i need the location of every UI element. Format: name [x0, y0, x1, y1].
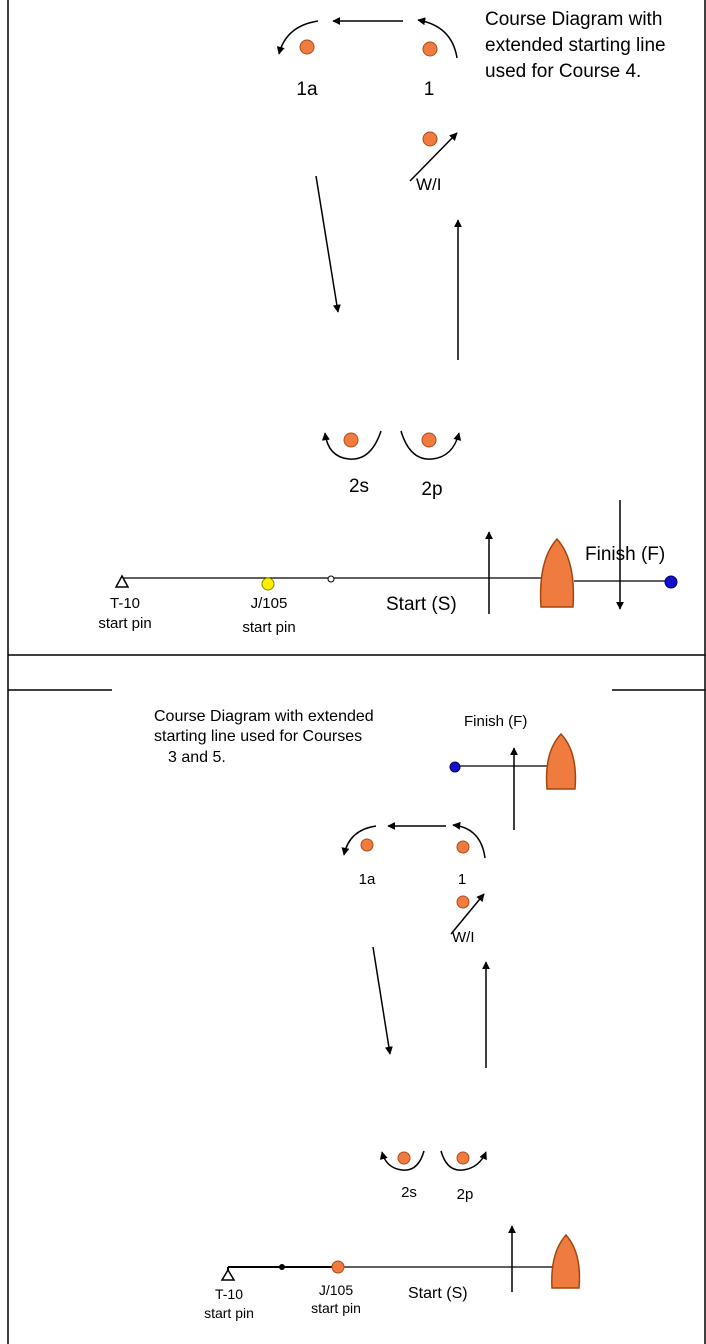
mark-1a	[299, 39, 315, 55]
mark-2p-rounding-arrow	[440, 1150, 487, 1171]
mark-wl-label: W/I	[452, 929, 475, 946]
diagram-bottom: Course Diagram with extended starting li…	[154, 708, 581, 1321]
mark-2p-label: 2p	[421, 479, 442, 500]
finish-pin-icon	[449, 761, 461, 773]
diagram-top: Course Diagram with extended starting li…	[98, 9, 678, 636]
mark-wl	[422, 131, 438, 147]
t10-sub: start pin	[98, 615, 151, 632]
committee-boat-icon	[551, 1233, 581, 1289]
t10-label: T-10	[215, 1286, 243, 1302]
mark-1-rounding-arrow	[452, 821, 486, 859]
mark-2p	[421, 432, 437, 448]
mark-2s-rounding-arrow	[379, 1150, 425, 1171]
downwind-leg-arrow	[372, 946, 393, 1055]
t10-pin-triangle-icon	[114, 574, 130, 588]
diagram-title-line-2: starting line used for Courses	[154, 728, 362, 745]
j105-pin-icon	[331, 1260, 345, 1274]
j105-label: J/105	[251, 595, 288, 612]
mark-1-rounding-arrow	[417, 17, 458, 59]
finish-label: Finish (F)	[464, 713, 527, 730]
mark-2s-label: 2s	[401, 1184, 417, 1201]
diagram-title-line-3: 3 and 5.	[168, 749, 226, 766]
j105-sub: start pin	[311, 1300, 361, 1316]
t10-label: T-10	[110, 595, 140, 612]
diagram-title-line-1: Course Diagram with	[485, 9, 662, 30]
mark-1a	[360, 838, 374, 852]
table-frame	[7, 0, 706, 1344]
wl-arrow	[450, 893, 485, 935]
mark-1a-rounding-arrow	[276, 20, 319, 55]
mark-2p	[456, 1151, 470, 1165]
start-label: Start (S)	[386, 594, 457, 615]
mark-2s	[343, 432, 359, 448]
start-label: Start (S)	[408, 1285, 468, 1302]
mark-1a-rounding-arrow	[341, 825, 377, 856]
committee-boat-icon	[539, 537, 575, 608]
mark-2p-label: 2p	[457, 1186, 474, 1203]
mark-1	[456, 840, 470, 854]
downwind-leg-arrow	[315, 175, 341, 313]
finish-pin-icon	[664, 575, 678, 589]
mark-1-label: 1	[424, 79, 435, 100]
committee-boat-icon	[545, 732, 577, 790]
mark-wl	[456, 895, 470, 909]
mark-1a-label: 1a	[359, 871, 376, 888]
t10-pin-triangle-icon	[220, 1268, 236, 1281]
wl-arrow	[409, 132, 458, 182]
finish-label: Finish (F)	[585, 544, 665, 565]
diagram-title-line-3: used for Course 4.	[485, 61, 641, 82]
j105-label: J/105	[319, 1282, 353, 1298]
mark-2s	[397, 1151, 411, 1165]
mark-2p-rounding-arrow	[400, 430, 462, 460]
mark-2s-label: 2s	[349, 476, 369, 497]
mark-wl-label: W/I	[416, 175, 442, 194]
diagram-title-line-1: Course Diagram with extended	[154, 708, 374, 725]
j105-sub: start pin	[242, 619, 295, 636]
mark-1-label: 1	[458, 871, 466, 888]
mark-1a-label: 1a	[296, 79, 318, 100]
j105-pin-icon	[261, 577, 275, 591]
t10-sub: start pin	[204, 1305, 254, 1321]
mark-1	[422, 41, 438, 57]
diagram-title-line-2: extended starting line	[485, 35, 666, 56]
start-line-small-marker	[279, 1264, 285, 1270]
mark-2s-rounding-arrow	[321, 430, 382, 460]
start-line-small-marker	[327, 575, 335, 583]
